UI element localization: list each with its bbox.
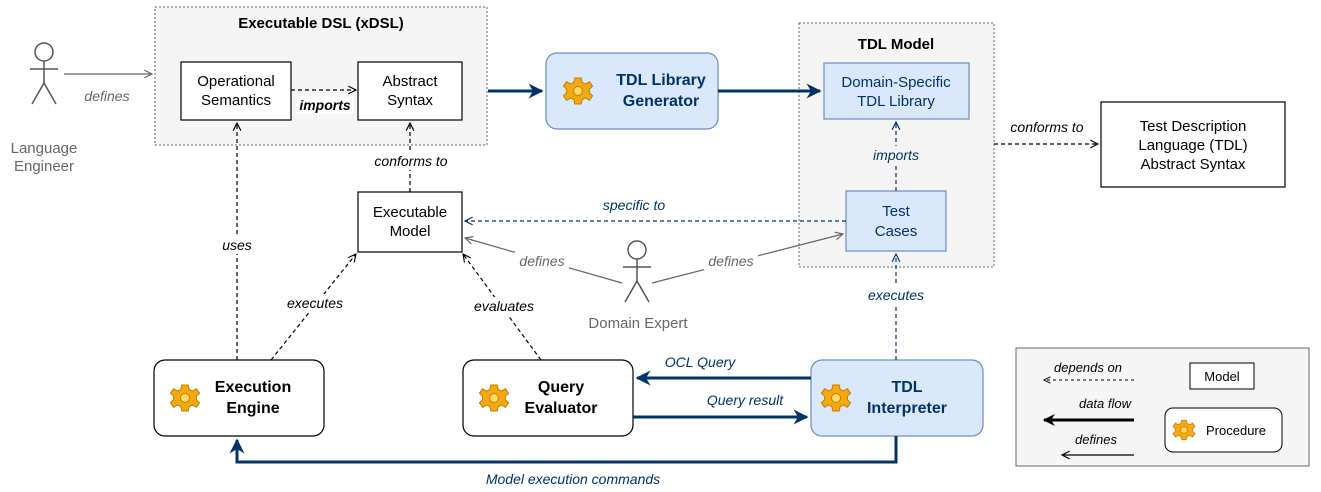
edge-em-conforms-to-as: conforms to <box>368 123 456 192</box>
edge-testcases-specific-to-model: specific to <box>465 197 846 221</box>
language-engineer-label-2: Engineer <box>14 158 74 175</box>
svg-text:defines: defines <box>84 88 129 104</box>
svg-text:uses: uses <box>222 237 252 253</box>
svg-text:Generator: Generator <box>623 93 699 110</box>
abstract-syntax-box: Abstract Syntax <box>357 61 463 121</box>
edge-engine-uses-os: uses <box>218 123 256 360</box>
execution-engine: Execution Engine <box>153 359 325 437</box>
executable-model-box: Executable Model <box>357 191 463 253</box>
svg-text:imports: imports <box>873 147 919 163</box>
svg-text:Model: Model <box>390 223 431 240</box>
svg-text:conforms to: conforms to <box>374 153 447 169</box>
legend-procedure: Procedure <box>1206 423 1266 438</box>
svg-text:specific to: specific to <box>603 197 665 213</box>
language-engineer-actor <box>30 42 58 105</box>
xdsl-title: Executable DSL (xDSL) <box>238 15 404 32</box>
svg-text:Query result: Query result <box>707 392 784 408</box>
gear-icon <box>169 384 201 412</box>
test-cases-box: Test Cases <box>845 190 947 252</box>
svg-text:Syntax: Syntax <box>387 92 433 109</box>
legend-model: Model <box>1204 369 1240 384</box>
svg-text:Test Description: Test Description <box>1140 118 1247 135</box>
legend: depends on data flow defines Model Proce… <box>1015 347 1310 467</box>
svg-text:Evaluator: Evaluator <box>525 400 598 417</box>
svg-text:Language (TDL): Language (TDL) <box>1138 137 1247 154</box>
gear-icon <box>820 384 852 412</box>
legend-defines: defines <box>1075 432 1117 447</box>
svg-text:Test: Test <box>882 203 910 220</box>
tdl-interpreter: TDL Interpreter <box>810 359 984 437</box>
svg-text:defines: defines <box>708 253 753 269</box>
svg-text:conforms to: conforms to <box>1010 119 1083 135</box>
edge-domain-expert-defines-testcases: defines <box>651 234 843 284</box>
svg-text:TDL Library: TDL Library <box>616 72 706 89</box>
svg-text:Operational: Operational <box>197 73 275 90</box>
svg-text:Query: Query <box>538 379 584 396</box>
svg-text:Cases: Cases <box>875 223 918 240</box>
edge-os-imports-as: imports <box>291 90 356 114</box>
svg-text:Abstract: Abstract <box>382 73 438 90</box>
edge-language-engineer-defines: defines <box>64 74 152 104</box>
svg-text:Model execution commands: Model execution commands <box>486 471 660 487</box>
edge-testcases-imports-library: imports <box>868 122 924 191</box>
domain-expert-label: Domain Expert <box>588 315 688 332</box>
language-engineer-label-1: Language <box>11 140 78 157</box>
legend-model-box <box>1189 362 1255 390</box>
legend-data-flow: data flow <box>1079 396 1133 411</box>
gear-icon <box>562 77 594 105</box>
domain-specific-library-box: Domain-Specific TDL Library <box>823 62 970 120</box>
svg-text:Execution: Execution <box>215 379 291 396</box>
svg-text:OCL Query: OCL Query <box>665 354 737 370</box>
gear-icon <box>1172 419 1196 441</box>
gear-icon <box>478 384 510 412</box>
query-evaluator: Query Evaluator <box>462 359 634 437</box>
svg-text:Semantics: Semantics <box>201 92 271 109</box>
edge-engine-executes-model: executes <box>270 254 356 361</box>
svg-text:TDL: TDL <box>891 379 922 396</box>
tdl-model-title: TDL Model <box>858 36 934 53</box>
svg-text:Engine: Engine <box>226 400 279 417</box>
edge-query-result: Query result <box>633 392 809 425</box>
edge-model-execution-commands: Model execution commands <box>229 436 898 487</box>
legend-procedure-box <box>1164 407 1283 453</box>
edge-interpreter-executes-testcases: executes <box>862 254 930 360</box>
legend-depends-on: depends on <box>1054 360 1122 375</box>
svg-text:executes: executes <box>868 287 924 303</box>
svg-text:imports: imports <box>299 97 351 113</box>
operational-semantics-box: Operational Semantics <box>180 61 292 121</box>
tdl-abstract-syntax-box: Test Description Language (TDL) Abstract… <box>1100 101 1286 188</box>
svg-text:Domain-Specific: Domain-Specific <box>841 74 951 91</box>
svg-text:executes: executes <box>287 295 343 311</box>
svg-text:Abstract Syntax: Abstract Syntax <box>1140 156 1246 173</box>
svg-text:Interpreter: Interpreter <box>867 400 947 417</box>
edge-tdlmodel-conforms-to: conforms to <box>994 119 1098 144</box>
svg-text:defines: defines <box>519 253 564 269</box>
domain-expert-actor <box>623 240 651 303</box>
edge-domain-expert-defines-model: defines <box>465 238 623 284</box>
svg-text:TDL Library: TDL Library <box>857 93 935 110</box>
svg-text:Executable: Executable <box>373 204 447 221</box>
edge-ocl-query: OCL Query <box>635 354 811 386</box>
tdl-library-generator: TDL Library Generator <box>545 52 719 130</box>
svg-text:evaluates: evaluates <box>474 298 534 314</box>
edge-evaluator-evaluates-model: evaluates <box>463 254 543 361</box>
